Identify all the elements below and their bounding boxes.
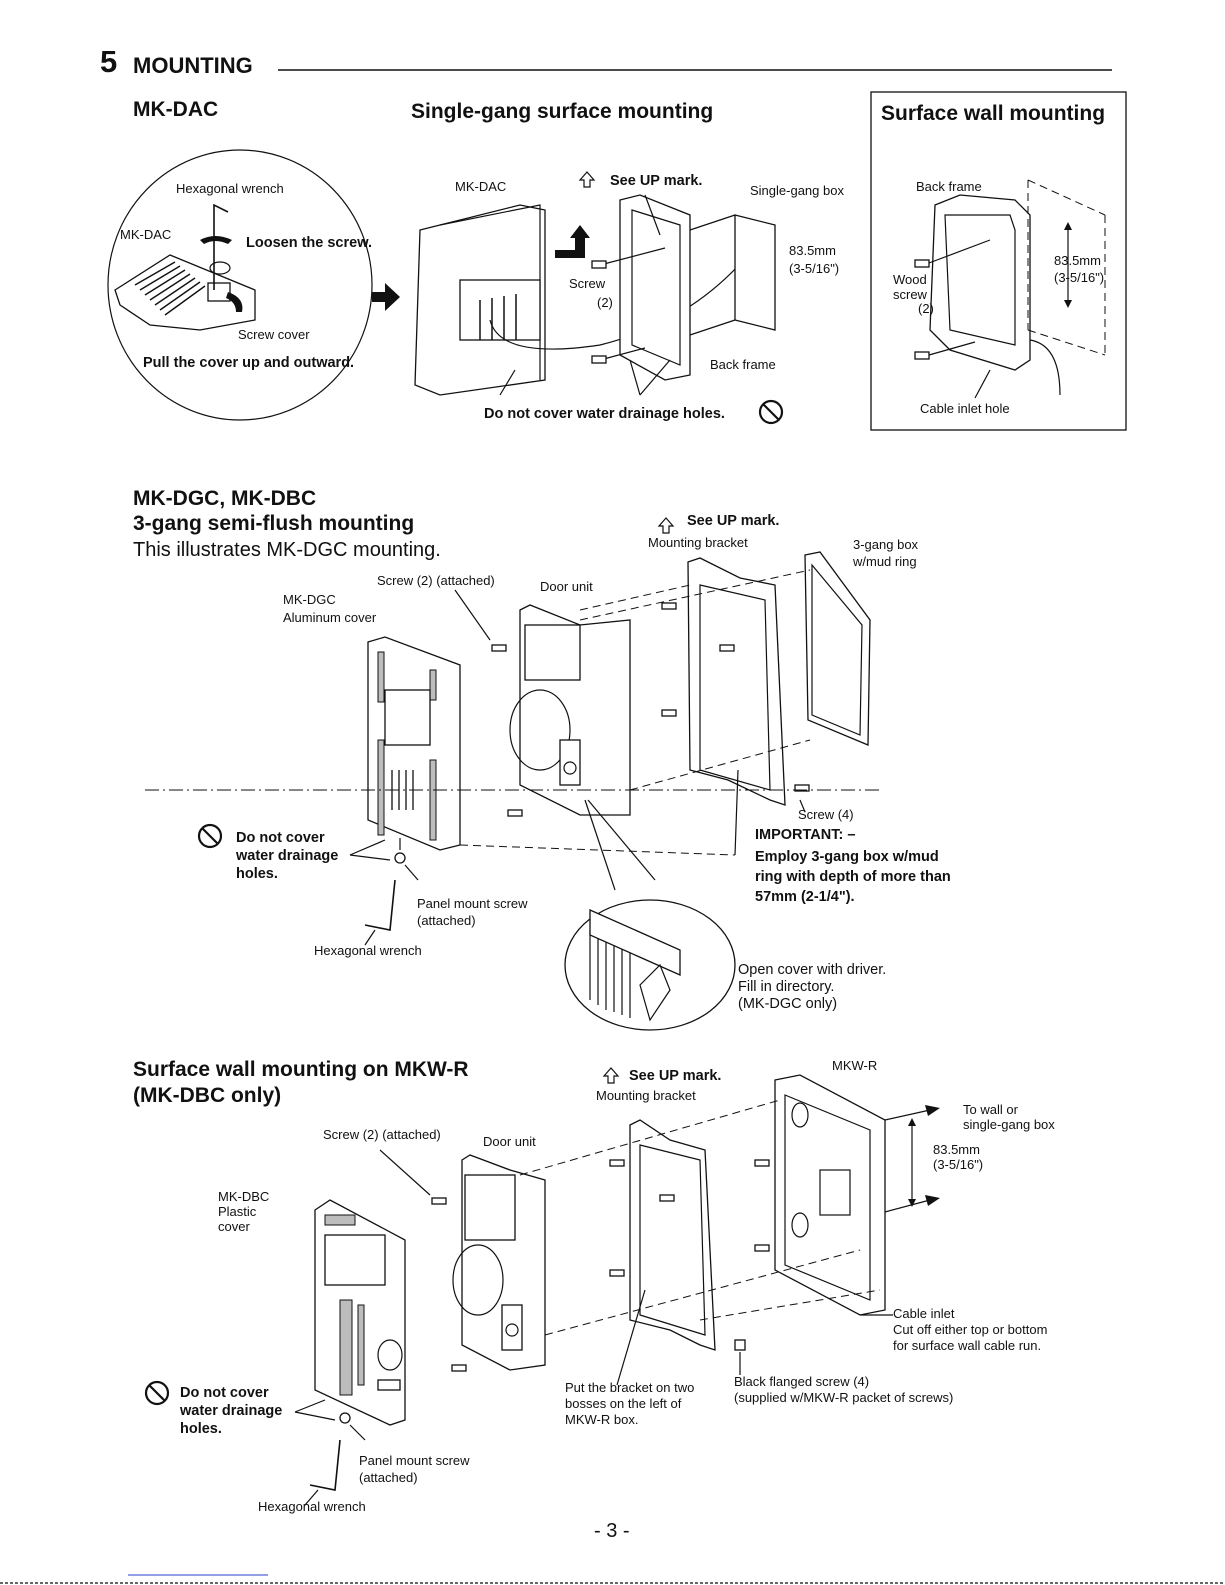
important-line-2: ring with depth of more than: [755, 869, 951, 885]
mkw-r-dim-in: (3-5/16"): [933, 1157, 984, 1172]
mk-dac-detail-illustration: [107, 149, 400, 421]
black-screw-2: (supplied w/MKW-R packet of screws): [734, 1390, 954, 1405]
single-gang-illustration: [414, 171, 784, 425]
section-title: MOUNTING: [133, 53, 253, 78]
hex-wrench-label: Hexagonal wrench: [176, 181, 284, 196]
mkw-r-bracket-label: Mounting bracket: [596, 1088, 696, 1103]
three-gang-models-heading: MK-DGC, MK-DBC: [133, 487, 317, 510]
surface-wall-box: [870, 91, 1127, 431]
wood-screw-count: (2): [918, 301, 934, 316]
important-line-1: Employ 3-gang box w/mud: [755, 849, 939, 865]
three-gang-illustration: [145, 517, 880, 1031]
three-gang-drainage-2: water drainage: [236, 848, 339, 864]
single-gang-dim-mm: 83.5mm: [789, 243, 836, 258]
important-line-3: 57mm (2-1/4").: [755, 889, 855, 905]
mkw-r-cover-1: MK-DBC: [218, 1189, 270, 1204]
surface-back-frame-label: Back frame: [916, 179, 982, 194]
cable-inlet-hole-label: Cable inlet hole: [920, 401, 1010, 416]
mk-dac-heading: MK-DAC: [133, 98, 219, 121]
open-cover-line-1: Open cover with driver.: [738, 962, 887, 978]
single-gang-heading: Single-gang surface mounting: [411, 100, 714, 123]
mkw-r-subheading: (MK-DBC only): [133, 1084, 282, 1107]
three-gang-drainage-3: holes.: [236, 866, 278, 882]
bracket-note-3: MKW-R box.: [565, 1412, 639, 1427]
mkw-r-door-unit: Door unit: [483, 1134, 536, 1149]
drainage-warning: Do not cover water drainage holes.: [484, 406, 725, 422]
three-gang-heading: 3-gang semi-flush mounting: [133, 512, 415, 535]
mkw-r-drainage-2: water drainage: [180, 1403, 283, 1419]
three-gang-door-unit: Door unit: [540, 579, 593, 594]
mk-dac-detail-model-label: MK-DAC: [120, 227, 172, 242]
three-gang-cover-type: Aluminum cover: [283, 610, 377, 625]
three-gang-screw-attached: Screw (2) (attached): [377, 573, 495, 588]
cable-inlet-2: Cut off either top or bottom: [893, 1322, 1048, 1337]
single-gang-screw-label: Screw: [569, 276, 606, 291]
mkw-r-hex-wrench: Hexagonal wrench: [258, 1499, 366, 1514]
surface-dim-in: (3-5/16"): [1054, 270, 1105, 285]
screw-cover-label: Screw cover: [238, 327, 310, 342]
bracket-note-2: bosses on the left of: [565, 1396, 682, 1411]
single-gang-dim-in: (3-5/16"): [789, 261, 840, 276]
three-gang-cover-model: MK-DGC: [283, 592, 336, 607]
loosen-screw-label: Loosen the screw.: [246, 235, 372, 251]
three-gang-box-label-1: 3-gang box: [853, 537, 919, 552]
three-gang-hex-wrench: Hexagonal wrench: [314, 943, 422, 958]
to-wall-line-2: single-gang box: [963, 1117, 1055, 1132]
mkw-r-box-label: MKW-R: [832, 1058, 878, 1073]
three-gang-see-up: See UP mark.: [687, 513, 780, 529]
mkw-r-see-up: See UP mark.: [629, 1068, 722, 1084]
single-gang-model-label: MK-DAC: [455, 179, 507, 194]
mkw-r-illustration: [144, 1067, 940, 1506]
wood-label: Wood: [893, 272, 927, 287]
wood-screw-label: screw: [893, 287, 927, 302]
mkw-r-screw-attached: Screw (2) (attached): [323, 1127, 441, 1142]
three-gang-screw4: Screw (4): [798, 807, 854, 822]
section-number: 5: [100, 44, 118, 79]
three-gang-panel-screw-2: (attached): [417, 913, 476, 928]
mkw-r-drainage-3: holes.: [180, 1421, 222, 1437]
three-gang-drainage-1: Do not cover: [236, 830, 325, 846]
pull-cover-label: Pull the cover up and outward.: [143, 355, 355, 371]
important-title: IMPORTANT: –: [755, 827, 856, 843]
single-gang-box-label: Single-gang box: [750, 183, 844, 198]
three-gang-subtitle: This illustrates MK-DGC mounting.: [133, 539, 441, 561]
mkw-r-cover-3: cover: [218, 1219, 250, 1234]
cable-inlet-3: for surface wall cable run.: [893, 1338, 1042, 1353]
bracket-note-1: Put the bracket on two: [565, 1380, 695, 1395]
mkw-r-panel-screw-2: (attached): [359, 1470, 418, 1485]
mkw-r-drainage-1: Do not cover: [180, 1385, 269, 1401]
open-cover-line-2: Fill in directory.: [738, 979, 835, 995]
surface-wall-heading: Surface wall mounting: [881, 102, 1106, 125]
mkw-r-cover-2: Plastic: [218, 1204, 257, 1219]
three-gang-bracket-label: Mounting bracket: [648, 535, 748, 550]
cable-inlet-1: Cable inlet: [893, 1306, 955, 1321]
page-number: - 3 -: [594, 1520, 630, 1542]
mkw-r-heading: Surface wall mounting on MKW-R: [133, 1058, 469, 1081]
black-screw-1: Black flanged screw (4): [734, 1374, 870, 1389]
back-frame-label: Back frame: [710, 357, 776, 372]
surface-dim-mm: 83.5mm: [1054, 253, 1101, 268]
to-wall-line-1: To wall or: [963, 1102, 1018, 1117]
three-gang-panel-screw-1: Panel mount screw: [417, 896, 528, 911]
mkw-r-dim-mm: 83.5mm: [933, 1142, 980, 1157]
three-gang-box-label-2: w/mud ring: [853, 554, 917, 569]
see-up-mark-label: See UP mark.: [610, 173, 703, 189]
open-cover-line-3: (MK-DGC only): [738, 996, 838, 1012]
mkw-r-panel-screw-1: Panel mount screw: [359, 1453, 470, 1468]
single-gang-screw-count: (2): [597, 295, 613, 310]
